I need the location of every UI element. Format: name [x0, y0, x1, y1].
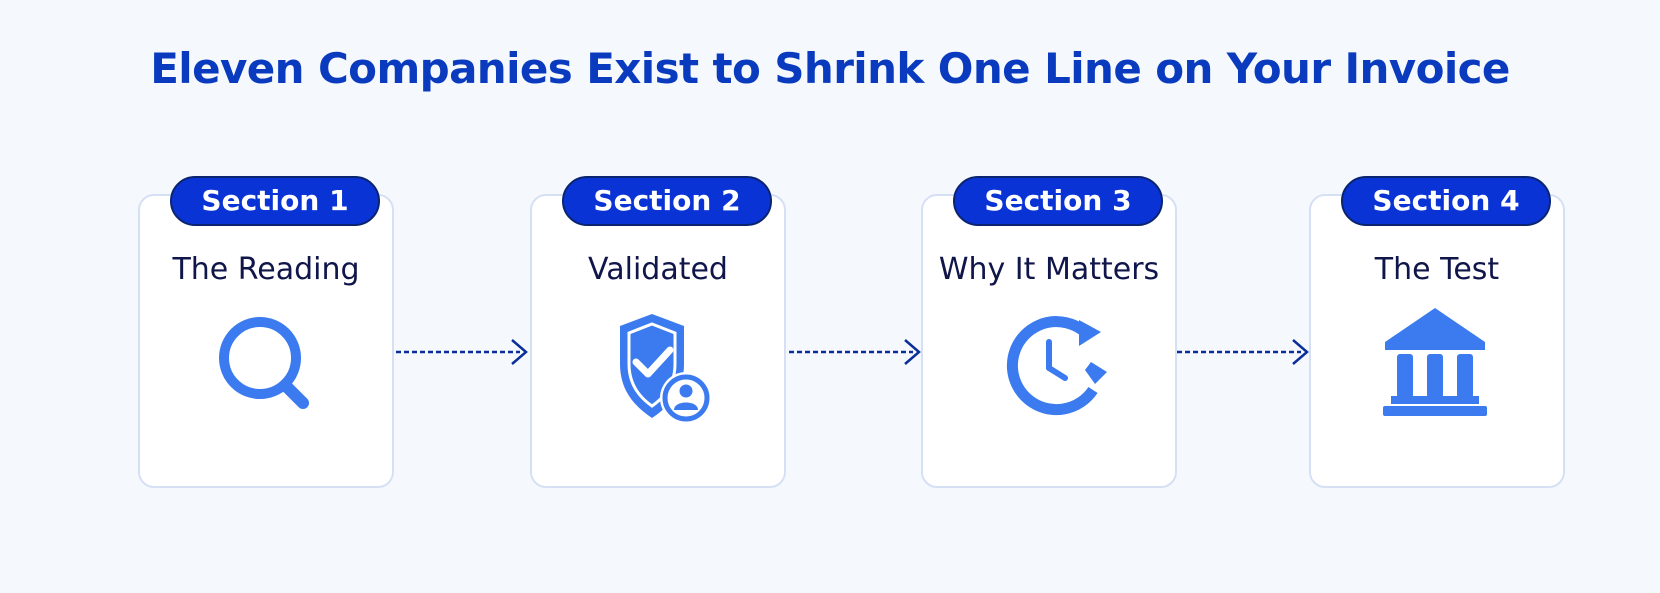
section-card-1: Section 1 The Reading — [138, 176, 394, 488]
flow-arrow-2 — [789, 339, 921, 365]
section-badge-2: Section 2 — [562, 176, 772, 226]
section-badge-3: Section 3 — [953, 176, 1163, 226]
flow-arrow-3 — [1177, 339, 1309, 365]
shield-check-user-icon — [620, 314, 712, 424]
diagram-title: Eleven Companies Exist to Shrink One Lin… — [150, 44, 1510, 93]
section-label-3: Why It Matters — [938, 252, 1160, 287]
bank-building-icon — [1383, 308, 1487, 416]
magnifier-icon — [219, 317, 309, 409]
clock-refresh-icon — [1006, 316, 1107, 416]
section-label-4: The Test — [1374, 252, 1500, 287]
section-badge-1: Section 1 — [170, 176, 380, 226]
section-badge-4: Section 4 — [1341, 176, 1551, 226]
flow-arrow-1 — [396, 339, 528, 365]
section-card-4: Section 4 The Test — [1309, 176, 1565, 488]
section-card-3: Section 3 Why It Matters — [921, 176, 1177, 488]
section-label-1: The Reading — [172, 252, 360, 287]
section-card-2: Section 2 Validated — [530, 176, 786, 488]
section-label-2: Validated — [588, 252, 728, 287]
